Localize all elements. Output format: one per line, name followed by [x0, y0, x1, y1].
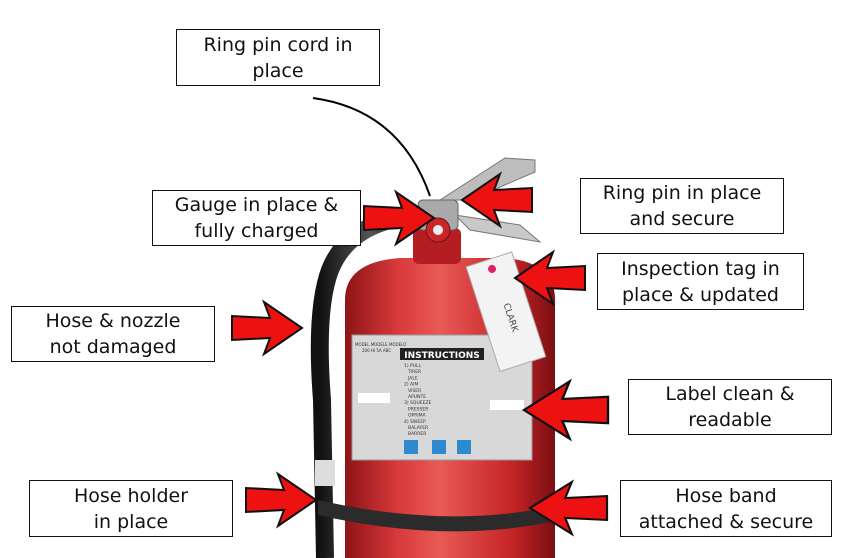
hose-ferrule — [315, 460, 335, 486]
callout-gauge: Gauge in place & fully charged — [152, 190, 361, 246]
instruction-step: BARRER — [408, 431, 426, 437]
instruction-step: PRESSER — [408, 406, 428, 412]
ring-pin-cord-pointer — [312, 97, 431, 197]
instruction-step: VISER — [408, 388, 421, 394]
callout-ring-pin-cord: Ring pin cord in place — [176, 29, 380, 86]
callout-hose-holder: Hose holder in place — [29, 480, 233, 537]
model-number: 200 HI 5A ABC — [362, 348, 391, 353]
instructions-title: INSTRUCTIONS — [404, 351, 480, 361]
hose-band — [318, 500, 560, 532]
inspection-tag: CLARK — [465, 251, 547, 373]
instruction-step: APUNTE — [408, 394, 426, 400]
instruction-step: OPRIMA — [408, 413, 427, 419]
callout-inspection-tag: Inspection tag in place & updated — [597, 253, 804, 310]
instruction-step: 2) AIM — [404, 382, 418, 388]
arrow-hose-holder — [245, 473, 317, 527]
arrow-hose — [231, 301, 303, 355]
callout-label: Label clean & readable — [628, 379, 832, 435]
callout-ring-pin: Ring pin in place and secure — [580, 178, 784, 234]
instruction-step: 3) SQUEEZE — [404, 400, 432, 406]
instruction-step: 1) PULL — [404, 363, 422, 369]
callout-hose-nozzle: Hose & nozzle not damaged — [11, 306, 215, 362]
instruction-step: 4) SWEEP — [404, 419, 426, 425]
callout-hose-band: Hose band attached & secure — [620, 480, 832, 537]
instruction-step: TIRER — [407, 369, 421, 375]
model-text: MODEL MODELE MODELO — [355, 342, 406, 347]
instruction-step: BALAYER — [408, 425, 428, 431]
instruction-step: JALE — [407, 375, 418, 381]
